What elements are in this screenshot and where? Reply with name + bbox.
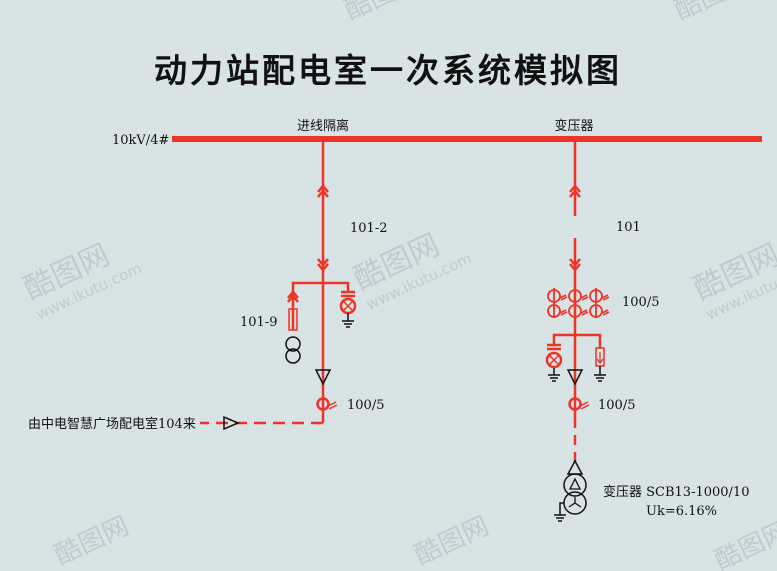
disconnector-bottom-icon [317, 258, 329, 272]
transformer-label: 变压器 SCB13-1000/10 [603, 484, 749, 500]
pt-icon [285, 336, 301, 352]
ct-icon [316, 397, 330, 411]
incoming-ct-label: 100/5 [347, 398, 384, 413]
bus-label: 10kV/4# [112, 133, 169, 148]
ct-group-label: 100/5 [622, 295, 659, 310]
svg-text:酷图网: 酷图网 [410, 511, 493, 571]
breaker-top-icon [569, 184, 581, 198]
ground-icon [548, 368, 560, 382]
breaker-bottom-icon [569, 258, 581, 272]
incoming-header: 进线隔离 [297, 118, 349, 134]
ct-group-icon [547, 288, 610, 318]
source-label: 由中电智慧广场配电室104来 [28, 416, 196, 432]
impedance-label: Uk=6.16% [646, 504, 717, 519]
cable-termination-icon [566, 369, 584, 386]
transformer-icon [554, 473, 587, 522]
cable-termination-icon [566, 459, 584, 475]
ground-icon [342, 313, 354, 328]
transformer-ct-label: 100/5 [598, 398, 635, 413]
svg-text:酷图网: 酷图网 [670, 0, 753, 26]
svg-text:酷图网: 酷图网 [340, 0, 423, 26]
cable-termination-icon [314, 369, 332, 386]
switch-label-101: 101 [616, 220, 641, 235]
ct-icon [568, 397, 582, 411]
diagram-title: 动力站配电室一次系统模拟图 [154, 51, 622, 90]
pt-disconnector-icon [287, 290, 299, 303]
surge-indicator-icon [339, 290, 357, 315]
svg-text:酷图网: 酷图网 [50, 511, 133, 571]
transformer-feeder [545, 139, 610, 464]
transformer-header: 变压器 [554, 118, 593, 134]
disconnector-top-icon [317, 184, 329, 198]
surge-indicator-icon [545, 343, 563, 369]
svg-text:酷图网: 酷图网 [710, 516, 777, 571]
fuse-icon [288, 308, 298, 331]
ground-icon [594, 366, 606, 382]
pt-label: 101-9 [240, 315, 277, 330]
source-arrow-icon [223, 415, 240, 431]
incoming-feeder [200, 139, 357, 425]
switch-label-101-2: 101-2 [350, 221, 387, 236]
